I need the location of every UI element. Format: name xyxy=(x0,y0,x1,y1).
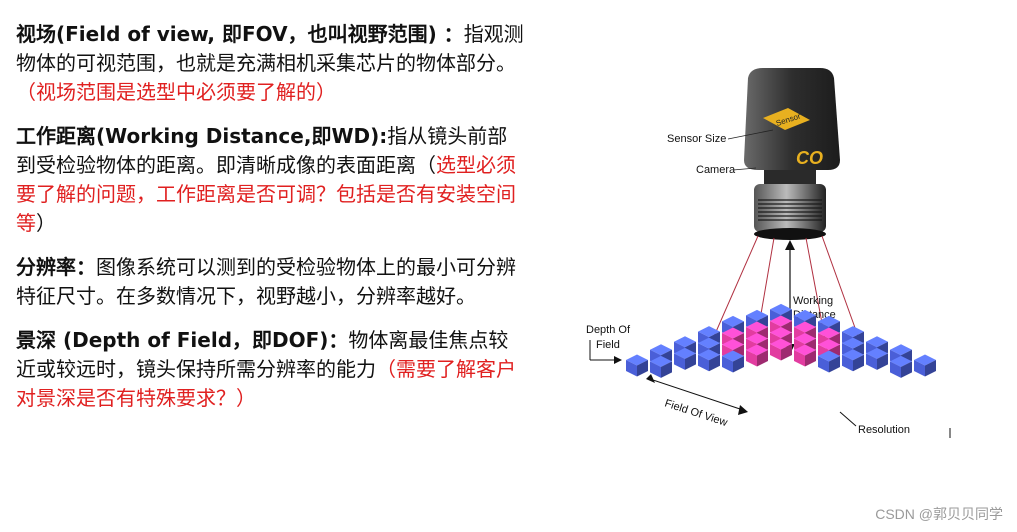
camera: Sensor CO xyxy=(744,68,840,240)
paragraph-dof: 景深 (Depth of Field，即DOF)：物体离最佳焦点较近或较远时，镜… xyxy=(16,326,526,413)
cube-face xyxy=(637,360,648,377)
diagram-svg: Sensor CO Sensor Size Camera Working xyxy=(586,68,951,438)
cube-face xyxy=(746,350,757,367)
fov-note: （视场范围是选型中必须要了解的） xyxy=(16,80,336,104)
cube-face xyxy=(733,356,744,373)
cube-grid xyxy=(626,303,936,378)
cube-face xyxy=(877,353,888,370)
cube-face xyxy=(890,361,901,378)
dof-body: 物体离最佳焦点较近或较远时，镜头保持所需分辨率的能力 xyxy=(16,328,509,381)
resolution-heading: 分辨率： xyxy=(16,255,96,279)
fov-arrow-head-left xyxy=(646,374,655,383)
dof-label-2: Field xyxy=(596,339,620,351)
cube-face xyxy=(722,356,733,373)
text-column: 视场(Field of view, 即FOV，也叫视野范围) ：指观测物体的可视… xyxy=(16,20,526,428)
cube-face xyxy=(853,354,864,372)
lens-ring xyxy=(758,199,822,221)
cube-face xyxy=(829,356,840,373)
camera-fov-diagram: Sensor CO Sensor Size Camera Working xyxy=(578,60,958,455)
working-distance-label-1: Working xyxy=(793,295,833,307)
cube-face xyxy=(842,354,853,372)
sensor-size-label: Sensor Size xyxy=(667,133,726,145)
fov-arrow-head-right xyxy=(738,405,748,415)
watermark: CSDN @郭贝贝同学 xyxy=(875,506,1003,522)
cube-face xyxy=(661,361,672,378)
cube-face xyxy=(709,354,720,372)
fov-body: 指观测物体的可视范围，也就是充满相机采集芯片的物体部分。 xyxy=(16,22,524,75)
paragraph-working-distance: 工作距离(Working Distance,即WD):指从镜头前部到受检验物体的… xyxy=(16,122,526,238)
wd-body: 指从镜头前部到受检验物体的距离。即清晰成像的表面距离（ xyxy=(16,124,508,177)
cube-face xyxy=(685,353,696,370)
fov-heading: 视场(Field of view, 即FOV，也叫视野范围) ： xyxy=(16,22,464,46)
cube-face xyxy=(805,350,816,367)
resolution-pointer xyxy=(839,411,857,427)
camera-pointer xyxy=(732,167,757,171)
dof-arrow-head xyxy=(614,356,622,364)
camera-logo: CO xyxy=(796,148,823,168)
cube-face xyxy=(914,360,925,377)
sensor-size-pointer xyxy=(727,129,774,140)
wd-note: 选型必须要了解的问题，工作距离是否可调？包括是否有安装空间等 xyxy=(16,153,516,235)
wd-tail: ） xyxy=(36,211,56,235)
fov-arrow xyxy=(652,379,744,411)
cube-face xyxy=(781,344,792,361)
resolution-label: Resolution xyxy=(858,424,910,436)
wd-heading: 工作距离(Working Distance,即WD): xyxy=(16,124,388,148)
sensor-chip xyxy=(763,108,810,130)
cube-face xyxy=(866,353,877,370)
cube-face xyxy=(674,353,685,370)
lens-front xyxy=(754,228,826,240)
cube-face xyxy=(925,360,936,377)
cube-face xyxy=(757,350,768,367)
resolution-body: 图像系统可以测到的受检验物体上的最小可分辨特征尺寸。在多数情况下，视野越小，分辨… xyxy=(16,255,516,308)
cube-face xyxy=(698,354,709,372)
paragraph-fov: 视场(Field of view, 即FOV，也叫视野范围) ：指观测物体的可视… xyxy=(16,20,526,107)
cube-face xyxy=(818,356,829,373)
dof-label-1: Depth Of xyxy=(586,324,631,336)
dof-note: （需要了解客户对景深是否有特殊要求？） xyxy=(16,357,516,410)
lens-mount xyxy=(764,170,816,184)
cube-face xyxy=(650,361,661,378)
wd-arrow-head-up xyxy=(785,240,795,250)
cube-face xyxy=(794,350,805,367)
camera-label: Camera xyxy=(696,164,736,176)
cube-face xyxy=(626,360,637,377)
dof-heading: 景深 (Depth of Field，即DOF)： xyxy=(16,328,349,352)
paragraph-resolution: 分辨率：图像系统可以测到的受检验物体上的最小可分辨特征尺寸。在多数情况下，视野越… xyxy=(16,253,526,311)
cube-face xyxy=(770,344,781,361)
cube-face xyxy=(901,361,912,378)
